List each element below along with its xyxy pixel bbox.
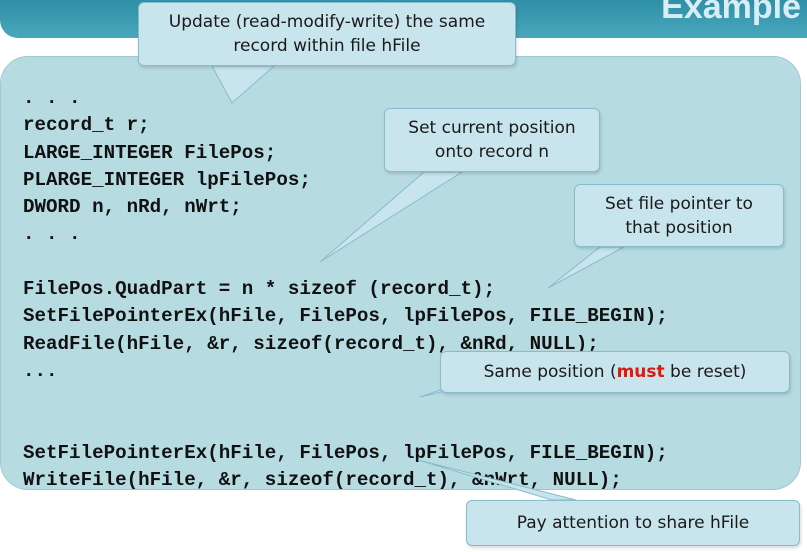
code-line: FilePos.QuadPart = n * sizeof (record_t)… xyxy=(23,278,496,301)
update-callout-pointer xyxy=(211,65,276,104)
code-line: SetFilePointerEx(hFile, FilePos, lpFileP… xyxy=(23,305,668,328)
code-line: ... xyxy=(23,359,58,382)
code-line: WriteFile(hFile, &r, sizeof(record_t), &… xyxy=(23,469,622,492)
same-position-text-before: Same position ( xyxy=(483,362,617,382)
update-callout-line: Update (read-modify-write) the same xyxy=(168,12,486,32)
share-callout-pointer xyxy=(417,459,577,501)
set-position-callout: Set current position onto record n xyxy=(384,108,600,172)
code-line: . . . xyxy=(23,87,81,109)
update-callout: Update (read-modify-write) the same reco… xyxy=(138,2,516,66)
set-pointer-callout-line: that position xyxy=(625,217,733,238)
code-line: ReadFile(hFile, &r, sizeof(record_t), &n… xyxy=(23,332,599,355)
set-pointer-callout-pointer xyxy=(547,246,625,289)
set-pointer-callout-line: Set file pointer to xyxy=(605,193,753,214)
share-callout-text: Pay attention to share hFile xyxy=(516,513,750,533)
set-position-callout-line: onto record n xyxy=(434,142,550,162)
code-line: record_t r; xyxy=(23,114,150,137)
same-position-text-after: be reset) xyxy=(664,362,747,382)
same-position-emphasis: must xyxy=(616,362,665,382)
code-line: . . . xyxy=(23,223,81,246)
same-position-callout: Same position (must be reset) xyxy=(440,351,790,393)
set-position-callout-line: Set current position xyxy=(408,118,576,138)
code-line: PLARGE_INTEGER lpFilePos; xyxy=(23,168,311,191)
share-callout: Pay attention to share hFile xyxy=(466,500,800,546)
set-position-callout-pointer xyxy=(319,171,464,263)
code-block: . . . record_t r; LARGE_INTEGER FilePos; PL… xyxy=(23,85,668,494)
code-line: DWORD n, nRd, nWrt; xyxy=(23,196,242,219)
code-line: LARGE_INTEGER FilePos; xyxy=(23,141,277,164)
code-panel: . . . record_t r; LARGE_INTEGER FilePos; PL… xyxy=(0,56,801,491)
update-callout-line: record within file hFile xyxy=(233,36,421,56)
slide-title: Example xyxy=(661,0,801,26)
code-line: SetFilePointerEx(hFile, FilePos, lpFileP… xyxy=(23,441,668,464)
set-pointer-callout: Set file pointer to that position xyxy=(574,184,784,247)
